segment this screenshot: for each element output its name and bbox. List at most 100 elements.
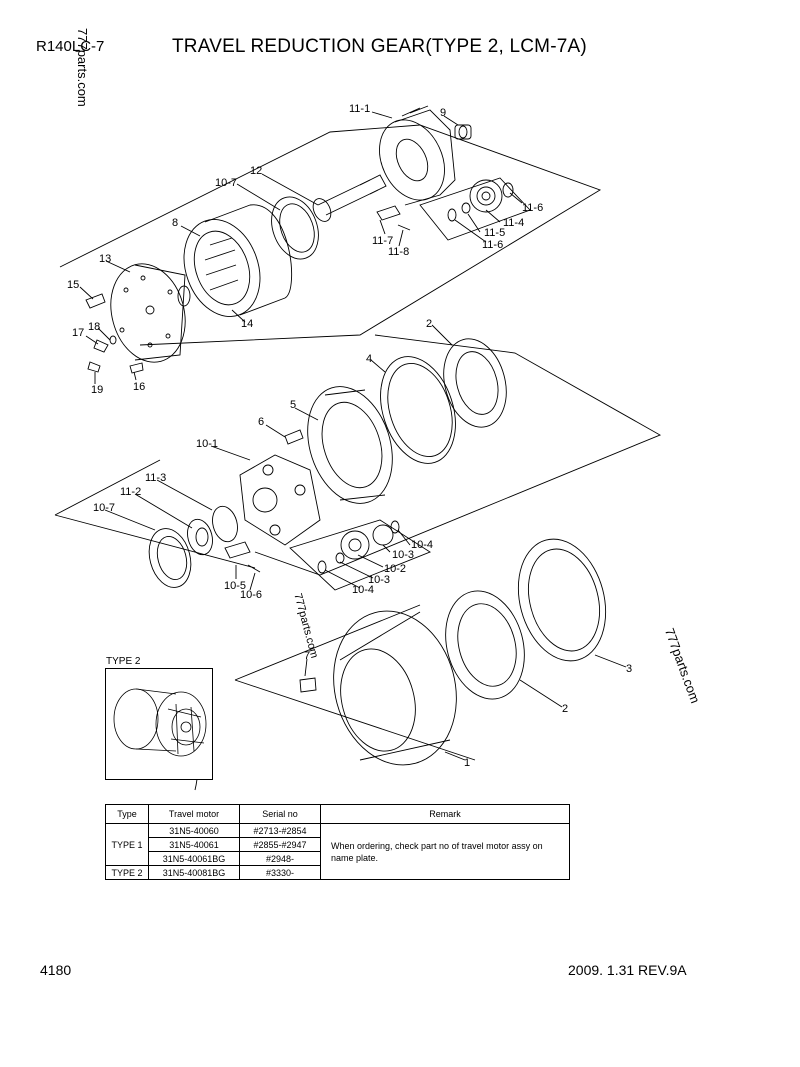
assembly-outline-lower xyxy=(234,604,476,761)
callout-16: 16 xyxy=(133,381,145,393)
assembly-outline-left xyxy=(54,459,256,569)
bolt-6 xyxy=(284,429,304,445)
serial-cell: #2855-#2947 xyxy=(239,837,321,852)
table-header-row: Type Travel motor Serial no Remark xyxy=(105,804,570,824)
washer-10-4-upper xyxy=(390,520,400,534)
callout-3: 3 xyxy=(626,663,632,675)
motor-cell: 31N5-40061 xyxy=(148,837,240,852)
shaft-12 xyxy=(312,174,387,222)
gear-11-2 xyxy=(187,518,213,556)
header-type: Type xyxy=(105,804,149,824)
callout-5: 5 xyxy=(290,399,296,411)
carrier-11-1 xyxy=(379,105,456,206)
type-cell: TYPE 1 xyxy=(105,823,149,866)
washer-10-7-upper xyxy=(271,196,319,260)
callout-13: 13 xyxy=(99,253,111,265)
model-number: R140LC-7 xyxy=(36,38,105,55)
callout-11-3: 11-3 xyxy=(145,472,166,484)
callout-10-4: 10-4 xyxy=(411,539,433,551)
callout-17: 17 xyxy=(72,327,84,339)
callout-11-4: 11-4 xyxy=(503,217,524,229)
type2-inset-image xyxy=(105,668,213,780)
needle-10-3 xyxy=(335,552,345,564)
callout-15: 15 xyxy=(67,279,79,291)
callout-11-6b: 11-6 xyxy=(482,239,503,251)
callout-1: 1 xyxy=(464,757,470,769)
table-row: TYPE 2 31N5-40081BG #3330- xyxy=(105,865,570,880)
callout-11-5: 11-5 xyxy=(484,227,505,239)
washer-18 xyxy=(109,335,117,345)
ring-11-3 xyxy=(212,505,238,543)
callout-10-3b: 10-3 xyxy=(368,574,390,586)
callout-2b: 2 xyxy=(562,703,568,715)
callout-8: 8 xyxy=(172,217,178,229)
gear-10-2b xyxy=(372,524,394,546)
callout-14: 14 xyxy=(241,318,253,330)
bearing-2-middle xyxy=(443,338,507,428)
header-travel-motor: Travel motor xyxy=(148,804,240,824)
washer-10-4-lower xyxy=(317,560,327,574)
gear-11-4 xyxy=(469,179,503,213)
bearing-2-lower xyxy=(445,590,525,700)
callout-11-1: 11-1 xyxy=(349,103,370,115)
callout-10-2: 10-2 xyxy=(384,563,406,575)
type2-inset-label: TYPE 2 xyxy=(106,656,141,667)
callout-10-1: 10-1 xyxy=(196,438,218,450)
assembly-outline-upper xyxy=(59,124,602,346)
washer-4 xyxy=(380,356,456,464)
callout-10-6: 10-6 xyxy=(240,589,262,601)
header-remark: Remark xyxy=(320,804,570,824)
callout-10-5: 10-5 xyxy=(224,580,246,592)
pin-7 xyxy=(299,677,317,693)
washer-10-7-lower xyxy=(148,528,192,588)
plug-17 xyxy=(93,339,109,353)
pin-10-5 xyxy=(224,541,251,559)
washer-11-6-lower xyxy=(447,208,457,222)
pin-11-8 xyxy=(397,224,411,231)
needle-11-5 xyxy=(461,202,471,214)
remark-cell: When ordering, check part no of travel m… xyxy=(320,823,570,880)
pin-9 xyxy=(454,124,472,140)
serial-cell: #2948- xyxy=(239,851,321,866)
subassembly-box-11 xyxy=(419,177,531,241)
plate-19 xyxy=(87,361,101,373)
pin-10-6 xyxy=(247,564,261,573)
motor-cell: 31N5-40081BG xyxy=(148,865,240,880)
hub-1 xyxy=(333,610,457,766)
callout-10-7b: 10-7 xyxy=(93,502,115,514)
callout-11-2: 11-2 xyxy=(120,486,141,498)
callout-10-7: 10-7 xyxy=(215,177,237,189)
callout-10-3: 10-3 xyxy=(392,549,414,561)
type-cell: TYPE 2 xyxy=(105,865,149,880)
table-row: TYPE 1 31N5-40060 #2713-#2854 When order… xyxy=(105,823,570,880)
serial-cell: #2713-#2854 xyxy=(239,823,321,838)
revision-date: 2009. 1.31 REV.9A xyxy=(568,962,687,978)
callout-11-8: 11-8 xyxy=(388,246,409,258)
callout-11-6: 11-6 xyxy=(522,202,543,214)
callout-11-7: 11-7 xyxy=(372,235,393,247)
callout-2: 2 xyxy=(426,318,432,330)
seal-3 xyxy=(517,538,607,662)
cover-13 xyxy=(110,263,186,363)
motor-cell: 31N5-40060 xyxy=(148,823,240,838)
motor-cell: 31N5-40061BG xyxy=(148,851,240,866)
gear-10-2 xyxy=(340,530,370,560)
type-table: Type Travel motor Serial no Remark TYPE … xyxy=(105,804,570,880)
bolt-15 xyxy=(85,293,106,309)
callout-12: 12 xyxy=(250,165,262,177)
assembly-outline-middle xyxy=(254,334,662,576)
callout-7: 7 xyxy=(304,650,310,662)
pin-11-7 xyxy=(376,205,401,221)
drum-8 xyxy=(183,204,293,318)
callout-9: 9 xyxy=(440,107,446,119)
page-title: TRAVEL REDUCTION GEAR(TYPE 2, LCM-7A) xyxy=(172,36,587,57)
subassembly-box-10 xyxy=(289,519,431,591)
callout-4: 4 xyxy=(366,353,372,365)
washer-11-6-upper xyxy=(502,182,514,198)
serial-cell: #3330- xyxy=(239,865,321,880)
callout-6: 6 xyxy=(258,416,264,428)
table-row: 31N5-40061BG #2948- xyxy=(106,851,570,866)
ring-gear-5 xyxy=(307,386,393,504)
callout-10-4b: 10-4 xyxy=(352,584,374,596)
